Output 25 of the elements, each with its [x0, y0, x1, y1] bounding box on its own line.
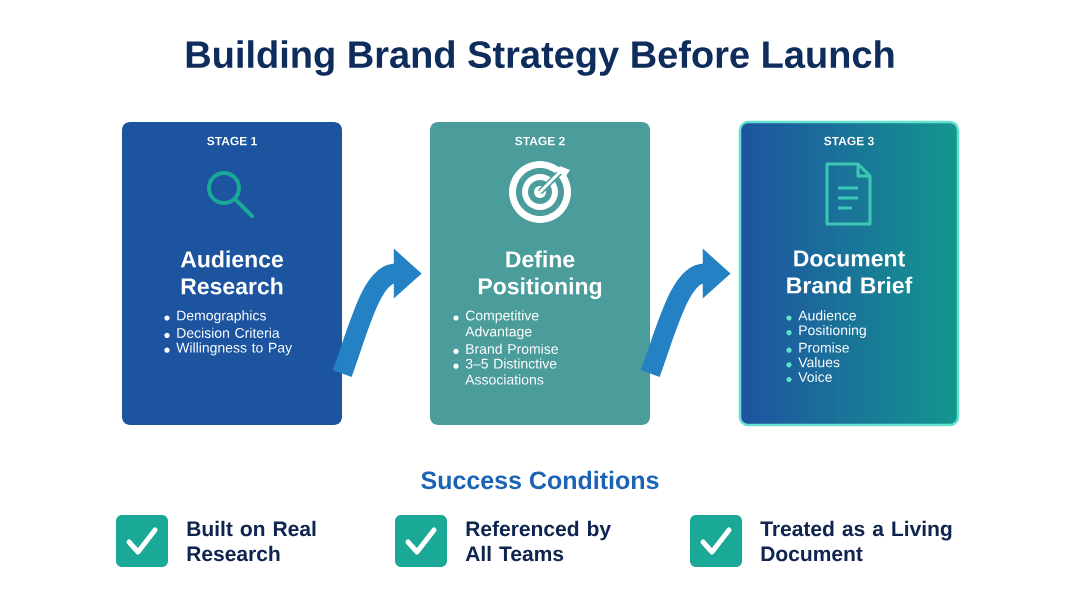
bullet-item: Promise: [786, 342, 849, 353]
condition-text: Treated as a Living Document: [760, 520, 952, 562]
stage-card: [738, 120, 960, 427]
stage-card: [122, 122, 342, 425]
card-title: Define Positioning: [478, 250, 602, 300]
bullet-item: Voice: [786, 371, 832, 383]
stage-label: STAGE 1: [207, 136, 257, 146]
bullet-item: Willingness to Pay: [164, 342, 293, 356]
card-title: Audience Research: [180, 250, 283, 295]
bullet-item: Values: [786, 357, 840, 368]
condition-text: Built on Real Research: [187, 520, 316, 562]
title: Building Brand Strategy Before Launch: [186, 40, 894, 76]
bullet-item: 3–5 Distinctive Associations: [453, 358, 557, 385]
stage-label: STAGE 2: [515, 136, 565, 146]
bullet-item: Audience: [786, 310, 856, 321]
bullet-item: Brand Promise: [453, 343, 558, 355]
condition-text: Referenced by All Teams: [465, 520, 611, 562]
section-heading: Success Conditions: [421, 470, 659, 490]
bullet-item: Decision Criteria: [164, 327, 280, 339]
bullet-item: Positioning: [786, 324, 866, 338]
card-title: Document Brand Brief: [787, 250, 913, 294]
bullet-item: Demographics: [164, 310, 266, 324]
stage-label: STAGE 3: [824, 136, 874, 146]
stage-card: [430, 122, 650, 425]
bullet-item: Competitive Advantage: [453, 310, 539, 340]
